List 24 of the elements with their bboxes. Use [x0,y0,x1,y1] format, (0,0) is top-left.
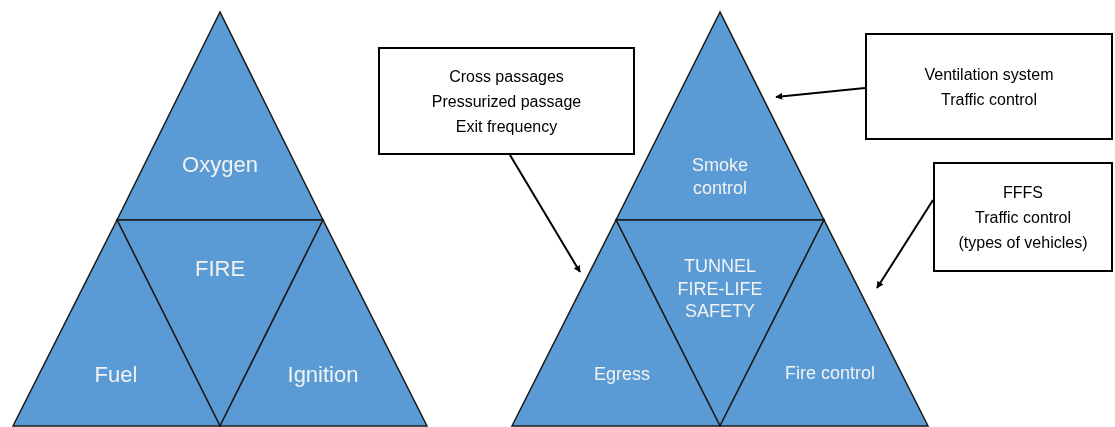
segment-label: Oxygen [181,150,259,179]
arrow [775,87,866,100]
callout-text: FFFS [1003,182,1043,203]
callout-text: Ventilation system [924,64,1054,85]
arrow [509,154,581,273]
callout-box [933,162,1113,272]
callout-text: Exit frequency [455,116,558,137]
triangle-segment [115,10,325,221]
callout-text: Cross passages [449,66,564,87]
segment-label: Ignition [286,360,360,389]
callout-text: (types of vehicles) [958,232,1088,253]
callout-box [378,47,635,155]
segment-label: TUNNEL FIRE-LIFE SAFETY [676,255,764,323]
segment-label: FIRE [193,254,247,283]
callout-text: Traffic control [941,89,1037,110]
callout-text: Traffic control [975,207,1071,228]
segment-label: Fuel [93,360,139,389]
callout-box [865,33,1113,140]
segment-label: Fire control [784,362,876,385]
callout-text: Pressurized passage [431,91,582,112]
arrow [876,199,934,289]
segment-label: Smoke control [691,154,749,200]
triangle-segment [614,10,826,221]
segment-label: Egress [593,363,651,386]
